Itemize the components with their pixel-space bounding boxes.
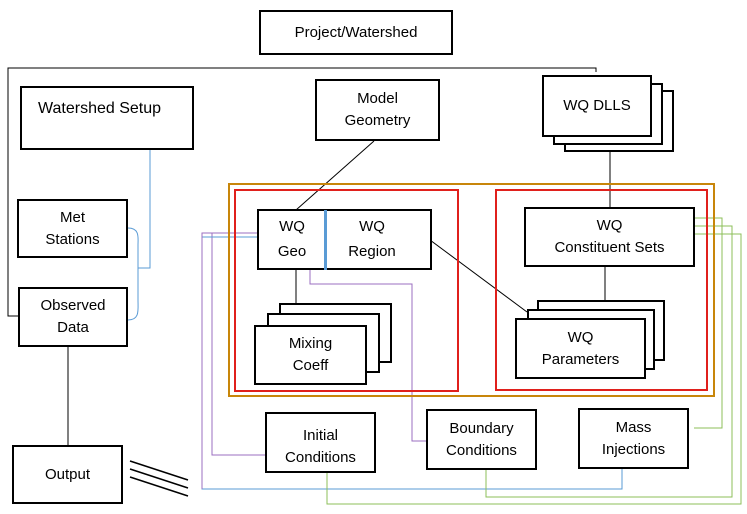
wq-parameters-box[interactable]: WQ Parameters xyxy=(515,318,646,379)
met-stations-box[interactable]: Met Stations xyxy=(17,199,128,258)
output-stroke-3 xyxy=(129,476,189,497)
boundary-conditions-label-1: Boundary xyxy=(449,419,514,437)
mass-injections-label-2: Injections xyxy=(601,440,666,458)
boundary-conditions-box[interactable]: Boundary Conditions xyxy=(426,409,537,470)
wq-geo-region-box xyxy=(257,209,432,270)
wq-constituent-label-2: Constituent Sets xyxy=(554,239,665,256)
observed-data-box[interactable]: Observed Data xyxy=(18,287,128,347)
mixing-coeff-box[interactable]: Mixing Coeff xyxy=(254,325,367,385)
initial-conditions-box[interactable]: Initial Conditions xyxy=(265,412,376,473)
wq-parameters-label-1: WQ xyxy=(567,328,594,346)
wq-geo-label[interactable]: WQ Geo xyxy=(262,216,322,263)
purple-line-outer xyxy=(201,232,258,489)
wq-dlls-box[interactable]: WQ DLLS xyxy=(542,75,652,137)
mixing-coeff-label-2: Coeff xyxy=(292,357,329,374)
wq-geo-label-1: WQ xyxy=(279,218,305,235)
model-geometry-box[interactable]: Model Geometry xyxy=(315,79,440,141)
inner-frame-right xyxy=(495,189,708,391)
project-watershed-label: Project/Watershed xyxy=(294,23,418,41)
wq-constituent-label-1: WQ xyxy=(596,217,623,234)
model-geometry-label-2: Geometry xyxy=(344,112,411,129)
wq-region-label-2: Region xyxy=(348,243,396,260)
mass-injections-label-1: Mass xyxy=(615,418,652,436)
mass-injections-box[interactable]: Mass Injections xyxy=(578,408,689,469)
output-stroke-2 xyxy=(129,468,189,489)
blue-brace-upper xyxy=(127,227,139,268)
observed-data-label-2: Data xyxy=(57,319,89,336)
watershed-setup-box[interactable]: Watershed Setup xyxy=(20,86,194,150)
wq-geo-label-2: Geo xyxy=(277,243,307,260)
project-watershed-box[interactable]: Project/Watershed xyxy=(259,10,453,55)
output-box[interactable]: Output xyxy=(12,445,123,504)
region-parameters-line xyxy=(429,239,528,313)
outer-frame xyxy=(228,183,715,397)
mixing-coeff-label-1: Mixing xyxy=(288,335,333,352)
output-stroke-1 xyxy=(129,460,189,481)
wq-region-label-1: WQ xyxy=(359,218,385,235)
green-line-2 xyxy=(485,225,733,498)
initial-conditions-label-1: Initial xyxy=(302,426,339,444)
geometry-geo-line xyxy=(295,140,375,211)
green-line-3 xyxy=(326,233,742,505)
blue-brace-lower xyxy=(127,268,139,321)
inner-frame-left xyxy=(234,189,459,392)
watershed-setup-label: Watershed Setup xyxy=(38,100,162,117)
output-label: Output xyxy=(44,465,91,483)
wq-parameters-label-2: Parameters xyxy=(541,350,620,368)
met-stations-label-1: Met xyxy=(59,208,85,226)
observed-data-label-1: Observed xyxy=(40,297,106,314)
wq-region-label[interactable]: WQ Region xyxy=(332,216,412,263)
wq-geo-divider xyxy=(324,210,327,270)
met-stations-label-2: Stations xyxy=(45,230,100,248)
initial-conditions-label-2: Conditions xyxy=(285,448,356,466)
wq-dlls-label: WQ DLLS xyxy=(563,97,631,114)
green-line-1 xyxy=(694,217,723,429)
wq-constituent-sets-box[interactable]: WQ Constituent Sets xyxy=(524,207,695,267)
model-geometry-label-1: Model xyxy=(357,90,398,107)
blue-brace-line xyxy=(138,150,151,269)
purple-line-boundary xyxy=(309,270,427,442)
boundary-conditions-label-2: Conditions xyxy=(446,441,517,459)
project-connector-line xyxy=(7,67,597,317)
